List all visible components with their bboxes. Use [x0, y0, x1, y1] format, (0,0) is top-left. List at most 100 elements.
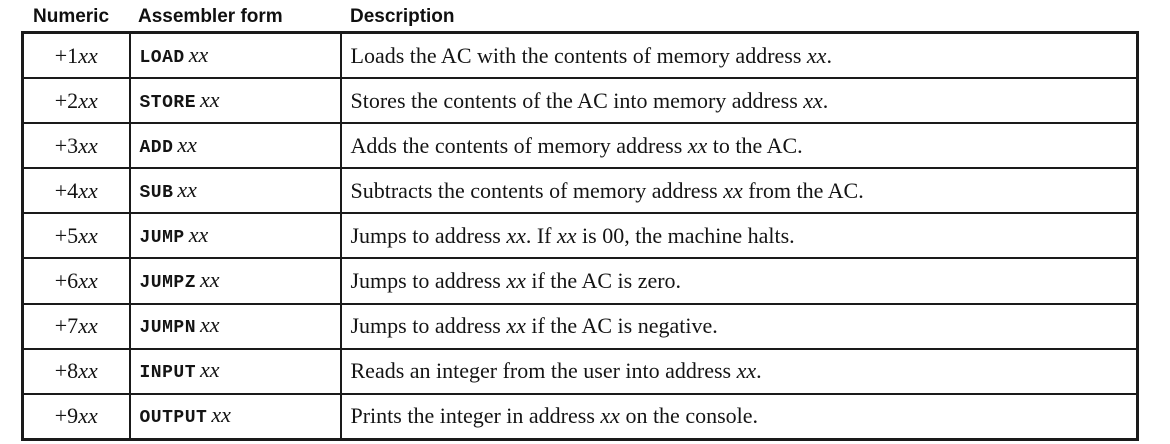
description-text: Subtracts the contents of memory address — [350, 177, 724, 203]
description-text: from the AC. — [742, 177, 864, 203]
numeric-operand: xx — [78, 87, 98, 113]
assembler-operand: xx — [177, 177, 197, 203]
numeric-operand: xx — [78, 132, 98, 158]
description-text: on the console. — [619, 403, 759, 429]
assembler-operand: xx — [188, 41, 209, 67]
numeric-opcode: +5 — [54, 222, 79, 248]
description-cell: Loads the AC with the contents of memory… — [339, 31, 1139, 80]
description-text: . — [756, 357, 762, 383]
description-cell: Prints the integer in address xx on the … — [339, 392, 1139, 441]
numeric-cell: +2xx — [21, 77, 131, 125]
numeric-cell: +7xx — [21, 302, 131, 350]
description-operand: xx — [557, 222, 577, 248]
numeric-operand: xx — [78, 312, 98, 338]
numeric-cell: +5xx — [21, 212, 131, 260]
description-text: Loads the AC with the contents of memory… — [350, 42, 807, 68]
description-operand: xx — [803, 87, 823, 113]
numeric-operand: xx — [78, 403, 98, 429]
description-text: . — [822, 87, 829, 113]
numeric-opcode: +8 — [54, 357, 79, 383]
numeric-cell: +6xx — [21, 257, 131, 305]
numeric-opcode: +9 — [54, 403, 79, 429]
numeric-cell: +3xx — [21, 122, 131, 170]
assembler-operand: xx — [200, 267, 220, 293]
numeric-operand: xx — [78, 267, 98, 293]
description-operand: xx — [806, 42, 827, 68]
assembler-operand: xx — [200, 86, 220, 112]
description-text: . If — [525, 222, 558, 248]
column-header-assembler-form: Assembler form — [138, 6, 283, 27]
description-text: Jumps to address — [350, 222, 507, 248]
assembler-operand: xx — [200, 357, 220, 383]
numeric-cell: +4xx — [21, 167, 131, 215]
description-cell: Adds the contents of memory address xx t… — [339, 122, 1139, 170]
mnemonic: OUTPUT — [139, 408, 208, 429]
mnemonic: JUMP — [139, 228, 185, 249]
mnemonic: JUMPN — [139, 318, 197, 339]
description-text: if the AC is negative. — [525, 312, 718, 338]
description-text: Jumps to address — [350, 267, 507, 293]
mnemonic: SUB — [139, 183, 174, 204]
mnemonic: STORE — [139, 92, 197, 113]
description-operand: xx — [506, 267, 526, 293]
description-cell: Jumps to address xx. If xx is 00, the ma… — [339, 212, 1139, 260]
description-text: . — [826, 42, 832, 68]
description-operand: xx — [687, 132, 708, 158]
description-text: Prints the integer in address — [350, 403, 601, 429]
column-header-description: Description — [350, 6, 455, 27]
numeric-cell: +9xx — [21, 392, 131, 441]
numeric-cell: +1xx — [21, 31, 131, 80]
description-operand: xx — [723, 177, 743, 203]
description-text: if the AC is zero. — [525, 267, 682, 293]
description-cell: Jumps to address xx if the AC is zero. — [339, 257, 1139, 305]
description-cell: Reads an integer from the user into addr… — [339, 347, 1139, 395]
numeric-opcode: +7 — [54, 312, 79, 338]
description-text: Jumps to address — [350, 312, 507, 338]
column-headers: Numeric Assembler form Description — [0, 5, 1170, 29]
assembler-operand: xx — [200, 312, 220, 338]
description-operand: xx — [506, 312, 526, 338]
description-text: Adds the contents of memory address — [350, 132, 688, 158]
numeric-opcode: +3 — [54, 132, 79, 158]
assembler-operand: xx — [177, 131, 197, 157]
numeric-operand: xx — [78, 42, 98, 68]
description-text: Reads an integer from the user into addr… — [350, 357, 737, 383]
description-cell: Subtracts the contents of memory address… — [339, 167, 1139, 215]
description-cell: Stores the contents of the AC into memor… — [339, 77, 1139, 125]
numeric-cell: +8xx — [21, 347, 131, 395]
description-operand: xx — [600, 403, 620, 429]
mnemonic: INPUT — [139, 363, 197, 384]
numeric-operand: xx — [78, 222, 98, 248]
assembler-operand: xx — [211, 402, 231, 428]
description-operand: xx — [506, 222, 526, 248]
numeric-opcode: +2 — [54, 87, 79, 113]
description-text: Stores the contents of the AC into memor… — [350, 87, 804, 113]
numeric-opcode: +1 — [54, 42, 79, 68]
description-text: is 00, the machine halts. — [576, 222, 795, 248]
numeric-opcode: +4 — [54, 177, 79, 203]
mnemonic: JUMPZ — [139, 273, 197, 294]
description-operand: xx — [736, 357, 757, 383]
mnemonic: ADD — [139, 137, 174, 158]
mnemonic: LOAD — [139, 47, 185, 68]
numeric-operand: xx — [78, 357, 98, 383]
